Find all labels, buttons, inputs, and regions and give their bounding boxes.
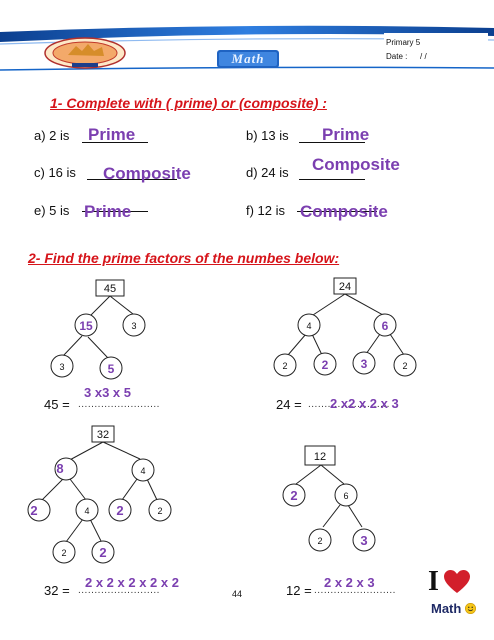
tree45-l1-right: 3 — [131, 321, 136, 331]
tree12-l2-right: 3 — [360, 533, 367, 548]
brand-i: I — [428, 566, 439, 597]
tree32-l2-a: 2 — [30, 503, 37, 518]
q-e-prompt: e) 5 is — [34, 203, 70, 218]
q-d-blank — [299, 179, 365, 180]
section1-title: 1- Complete with ( prime) or (composite)… — [50, 95, 327, 111]
tree32-l1-left: 8 — [56, 461, 63, 476]
tree32-l1-right: 4 — [140, 466, 145, 476]
tree32-node — [131, 458, 155, 482]
eq32-dots: ......................... — [78, 585, 160, 596]
eq24-label: 24 = — [276, 397, 302, 412]
tree24-node — [393, 353, 417, 377]
q-f-prompt: f) 12 is — [246, 203, 286, 218]
tree32-root-box — [91, 425, 115, 443]
tree32-l3-b: 2 — [99, 545, 106, 560]
header-banner — [0, 25, 494, 71]
q-a-blank — [82, 142, 148, 143]
brand-math: Math — [431, 601, 462, 616]
math-badge-icon — [217, 50, 279, 68]
tree12-l2-left: 2 — [317, 536, 322, 546]
tree24-root-box — [333, 277, 357, 295]
section2-title: 2- Find the prime factors of the numbes … — [28, 250, 340, 266]
tree24-l2-d: 2 — [402, 361, 407, 371]
tree32-root: 32 — [97, 429, 109, 441]
heart-icon — [444, 570, 470, 593]
tree12-node — [282, 483, 306, 507]
tree32-l2-b: 4 — [84, 506, 89, 516]
tree12-node — [334, 483, 358, 507]
q-b-blank — [299, 142, 365, 143]
q-d-prompt: d) 24 is — [246, 165, 289, 180]
date-label: Date : — [386, 52, 408, 61]
tree12-root-box — [304, 445, 336, 466]
tree45-node — [122, 313, 146, 337]
q-f-blank — [297, 211, 377, 212]
school-logo-icon — [44, 37, 126, 71]
eq24-dots: ......................... — [308, 399, 390, 410]
q-c-answer: Composite — [103, 164, 191, 183]
tree32-l3-a: 2 — [61, 548, 66, 558]
tree24-l1-left: 4 — [306, 321, 311, 331]
eq12-answer: 2 x 2 x 3 — [324, 575, 375, 590]
tree32-node — [91, 540, 115, 564]
tree12-l1-right: 6 — [343, 491, 348, 501]
tree24-l2-a: 2 — [282, 361, 287, 371]
tree32-node — [52, 540, 76, 564]
q-c-blank — [87, 179, 177, 180]
tree45-node — [74, 313, 98, 337]
tree45-root-box — [95, 279, 125, 297]
page-number: 44 — [232, 589, 243, 599]
eq45-dots: ......................... — [78, 399, 160, 410]
tree24-node — [352, 351, 376, 375]
tree24-root: 24 — [339, 281, 351, 293]
q-d-answer: Composite — [312, 155, 400, 174]
smiley-icon — [465, 603, 476, 614]
eq45-answer: 3 x3 x 5 — [84, 385, 131, 400]
tree45-root: 45 — [104, 283, 116, 295]
tree24-node — [273, 353, 297, 377]
tree12-root: 12 — [314, 451, 326, 463]
q-a-prompt: a) 2 is — [34, 128, 70, 143]
q-f-answer: Composite — [300, 202, 388, 221]
date-value: / / — [420, 52, 427, 61]
tree24-l2-b: 2 — [322, 358, 329, 372]
tree45-node — [50, 354, 74, 378]
tree45-node — [99, 356, 123, 380]
tree12-l1-left: 2 — [290, 488, 297, 503]
eq12-label: 12 = — [286, 583, 312, 598]
grade-label: Primary 5 — [386, 38, 421, 47]
tree32-node — [54, 457, 78, 481]
tree12-node — [352, 528, 376, 552]
tree32-node — [108, 498, 132, 522]
eq24-answer: 2 x2 x 2 x 3 — [330, 396, 399, 411]
tree24-l1-right: 6 — [382, 319, 389, 333]
q-e-blank — [82, 211, 148, 212]
q-b-answer: Prime — [322, 125, 370, 144]
tree24-node — [297, 313, 321, 337]
math-badge-label: Math — [231, 51, 265, 66]
eq32-answer: 2 x 2 x 2 x 2 x 2 — [85, 575, 179, 590]
tree45-l2-right: 5 — [108, 362, 115, 376]
tree32-node — [27, 498, 51, 522]
tree24-l2-c: 3 — [361, 357, 368, 371]
tree24-node — [373, 313, 397, 337]
q-a-answer: Prime — [88, 125, 136, 144]
tree12-node — [308, 528, 332, 552]
eq32-label: 32 = — [44, 583, 70, 598]
q-b-prompt: b) 13 is — [246, 128, 289, 143]
tree32-l2-d: 2 — [157, 506, 162, 516]
q-c-prompt: c) 16 is — [34, 165, 76, 180]
eq45-label: 45 = — [44, 397, 70, 412]
q-e-answer: Prime — [84, 202, 132, 221]
eq12-dots: ......................... — [314, 585, 396, 596]
tree32-l2-c: 2 — [116, 503, 123, 518]
tree32-node — [148, 498, 172, 522]
tree32-node — [75, 498, 99, 522]
tree24-node — [313, 352, 337, 376]
tree45-l2-left: 3 — [59, 362, 64, 372]
tree45-l1-left: 15 — [79, 319, 93, 333]
